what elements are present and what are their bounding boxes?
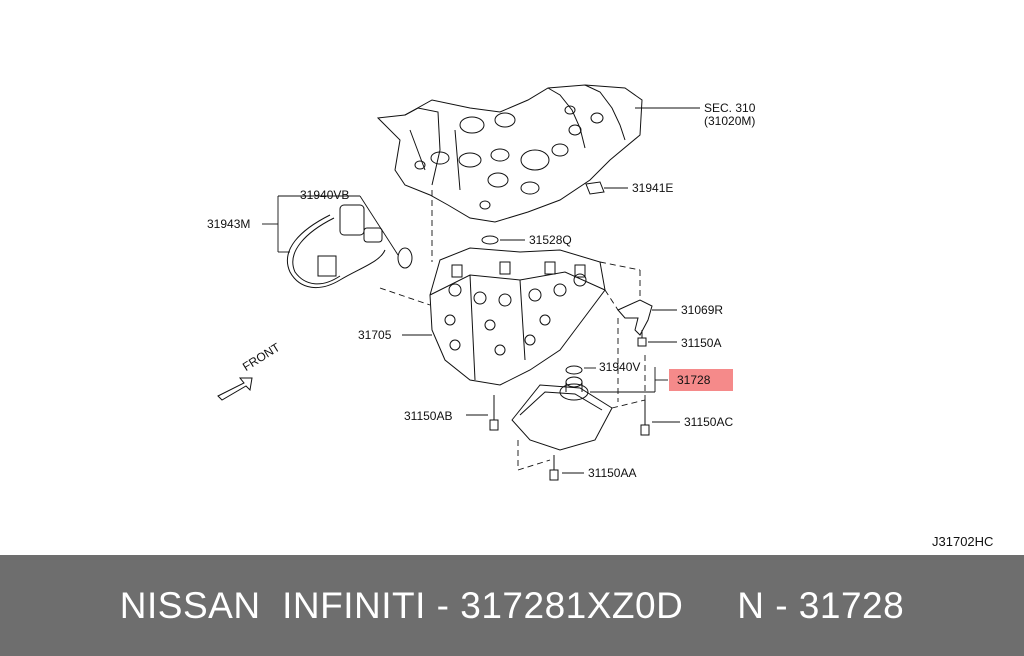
oil-strainer-31728 [511, 376, 613, 451]
assembly-dashed-lines [379, 190, 646, 471]
label-31528Q: 31528Q [529, 233, 572, 247]
footer-part-numbers: NISSAN INFINITI - 317281XZ0D N - 31728 [119, 584, 905, 626]
bolt-31150A [637, 330, 647, 347]
label-31069R: 31069R [681, 303, 724, 317]
label-sec-310: SEC. 310 [704, 101, 756, 115]
label-31943M: 31943M [207, 217, 251, 231]
leader-lines [262, 107, 700, 474]
label-31940V: 31940V [599, 360, 641, 374]
label-31728-highlighted: 31728 [669, 369, 733, 391]
diagram-code: J31702HC [932, 534, 994, 549]
exploded-view-diagram [217, 84, 700, 481]
label-31705: 31705 [358, 328, 392, 342]
bolt-31150AB [489, 395, 499, 431]
label-31150A: 31150A [681, 336, 722, 350]
label-sec-310-sub: (31020M) [704, 114, 756, 128]
front-arrow-icon [217, 377, 253, 401]
label-31941E: 31941E [632, 181, 674, 195]
bolt-31150AA [549, 455, 559, 481]
bolt-31150AC [640, 400, 650, 436]
wire-harness [286, 204, 413, 289]
label-31150AC: 31150AC [684, 415, 734, 429]
bracket-31069R [617, 299, 653, 336]
label-31150AB: 31150AB [404, 409, 453, 423]
seal-31940V [565, 365, 583, 375]
bracket-31941E [585, 181, 605, 195]
transmission-case [376, 84, 643, 223]
o-ring-31528Q [481, 235, 499, 245]
footer-banner: NISSAN INFINITI - 317281XZ0D N - 31728 [0, 555, 1024, 656]
control-valve-body [429, 247, 606, 386]
label-31150AA: 31150AA [588, 466, 637, 480]
label-31940VB: 31940VB [300, 188, 350, 202]
